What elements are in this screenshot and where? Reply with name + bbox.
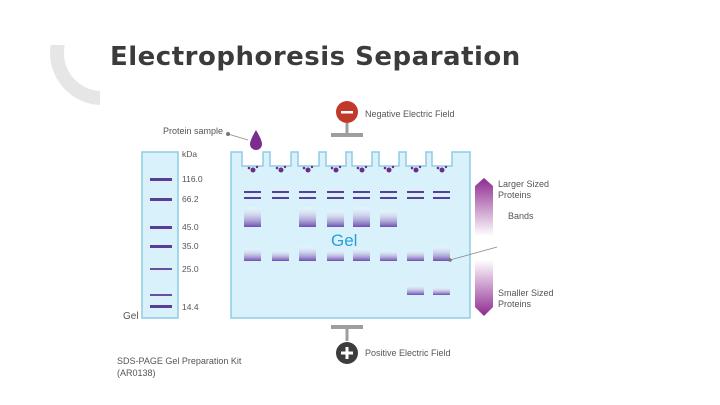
negative-field-label: Negative Electric Field [365, 109, 455, 119]
larger-proteins-label: Larger Sized Proteins [498, 179, 549, 201]
kit-label: SDS-PAGE Gel Preparation Kit (AR0138) [117, 355, 241, 379]
ladder-band-45 [150, 226, 172, 229]
ladder-band-14 [150, 305, 172, 308]
protein-sample-drop-icon [250, 130, 262, 150]
bands-label: Bands [508, 211, 534, 221]
top-electrode-bar [331, 133, 363, 137]
kda-marker: 45.0 [182, 222, 199, 232]
ladder-band-116 [150, 178, 172, 181]
gel-side-label: Gel [123, 311, 139, 322]
marker-ladder-panel [142, 152, 178, 318]
smaller-proteins-label: Smaller Sized Proteins [498, 288, 554, 310]
ladder-band-35 [150, 245, 172, 248]
kda-marker: 35.0 [182, 241, 199, 251]
gel-center-label: Gel [331, 231, 357, 251]
bottom-electrode-bar [331, 325, 363, 329]
ladder-band-25 [150, 268, 172, 270]
larger-proteins-arrow [475, 178, 493, 236]
smaller-proteins-arrow [475, 260, 493, 316]
kda-marker: 14.4 [182, 302, 199, 312]
kda-marker: 66.2 [182, 194, 199, 204]
kda-marker: 116.0 [182, 174, 203, 184]
kda-marker: 25.0 [182, 264, 199, 274]
ladder-band-66 [150, 198, 172, 201]
ladder-band-14a [150, 294, 172, 296]
kda-unit-label: kDa [182, 149, 197, 159]
positive-field-label: Positive Electric Field [365, 348, 451, 358]
protein-sample-label: Protein sample [163, 126, 223, 136]
